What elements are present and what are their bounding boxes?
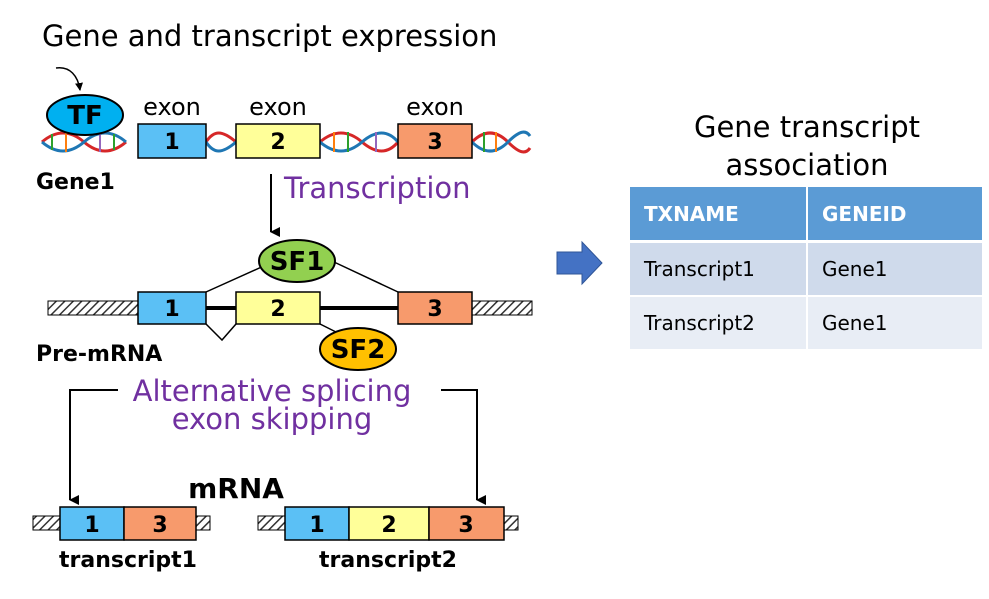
transcript2-exon-2-label: 2	[381, 513, 396, 538]
gene-exon-2-label: 2	[270, 130, 285, 155]
pre-mrna-utr-right	[471, 300, 533, 316]
splicing-label-line1: Alternative splicing	[133, 374, 412, 408]
transcript2-utr-right	[503, 515, 519, 531]
sf1-ellipse	[258, 239, 336, 283]
table-cell: Gene1	[807, 241, 984, 297]
gene-exon-3-label: 3	[427, 130, 442, 155]
table-cell: Transcript2	[630, 296, 808, 351]
gene-exon-1	[137, 123, 207, 159]
transcript2-name: transcript2	[319, 548, 457, 573]
gene-exon-1-label: 1	[164, 130, 179, 155]
transcript2-exon-3	[428, 506, 505, 541]
exon-word-1: exon	[143, 93, 201, 121]
transcript1-utr-left	[32, 515, 61, 531]
sf1-label: SF1	[270, 247, 325, 277]
tf-curved-arrow	[55, 67, 83, 91]
transcript2-exon-1-label: 1	[309, 513, 324, 538]
pre-mrna-exon-2	[235, 291, 321, 325]
exon-word-2: exon	[249, 93, 307, 121]
transcription-label: Transcription	[283, 171, 471, 205]
association-title: Gene transcript association	[630, 108, 984, 184]
transcript1-exon-3-label: 3	[152, 513, 167, 538]
splice-line-skip-below	[205, 323, 237, 342]
tf-ellipse	[46, 94, 124, 136]
column-header-txname: TXNAME	[630, 187, 808, 243]
splicing-arrow-left	[69, 389, 118, 505]
transcript2-utr-left	[257, 515, 286, 531]
gene-name: Gene1	[36, 170, 115, 195]
sf2-label: SF2	[331, 335, 386, 365]
table-cell: Transcript1	[630, 241, 808, 297]
association-title-line2: association	[725, 148, 889, 182]
exon-word-3: exon	[406, 93, 464, 121]
pre-mrna-name: Pre-mRNA	[36, 342, 162, 367]
association-table: TXNAME GENEID Transcript1 Gene1 Transcri…	[630, 187, 984, 351]
gene-exon-2	[235, 123, 321, 159]
sf2-ellipse	[319, 327, 397, 371]
column-header-geneid: GENEID	[807, 187, 984, 243]
transcript1-name: transcript1	[59, 548, 197, 573]
splice-line-2-3-below	[319, 323, 337, 333]
gene-exon-3	[397, 123, 473, 159]
table-header-row: TXNAME GENEID	[630, 187, 984, 243]
association-title-line1: Gene transcript	[693, 110, 920, 144]
transcript1-exon-1	[59, 506, 125, 541]
transcript2-exon-2	[348, 506, 430, 541]
pre-mrna-utr-left	[47, 300, 139, 316]
dna-helix	[41, 130, 532, 154]
splice-line-2-3	[333, 261, 399, 293]
table-row: Transcript2 Gene1	[630, 296, 984, 351]
splicing-label-line2: exon skipping	[172, 402, 373, 436]
pre-mrna-exon-2-label: 2	[270, 297, 285, 322]
splice-line-1-2	[205, 264, 267, 293]
transcript1-exon-1-label: 1	[84, 513, 99, 538]
diagram-title: Gene and transcript expression	[42, 19, 497, 53]
splicing-arrow-right	[441, 389, 486, 505]
pre-mrna-exon-3	[397, 291, 473, 325]
pre-mrna-exon-1	[137, 291, 207, 325]
transcript2-exon-1	[284, 506, 350, 541]
transcript2-exon-3-label: 3	[458, 513, 473, 538]
transcript1-exon-3	[123, 506, 197, 541]
right-arrow-icon	[556, 240, 603, 286]
table-row: Transcript1 Gene1	[630, 241, 984, 297]
mrna-label: mRNA	[188, 472, 284, 505]
transcript1-utr-right	[195, 515, 211, 531]
pre-mrna-exon-1-label: 1	[164, 297, 179, 322]
table-cell: Gene1	[807, 296, 984, 351]
pre-mrna-exon-3-label: 3	[427, 297, 442, 322]
tf-label: TF	[67, 101, 103, 131]
